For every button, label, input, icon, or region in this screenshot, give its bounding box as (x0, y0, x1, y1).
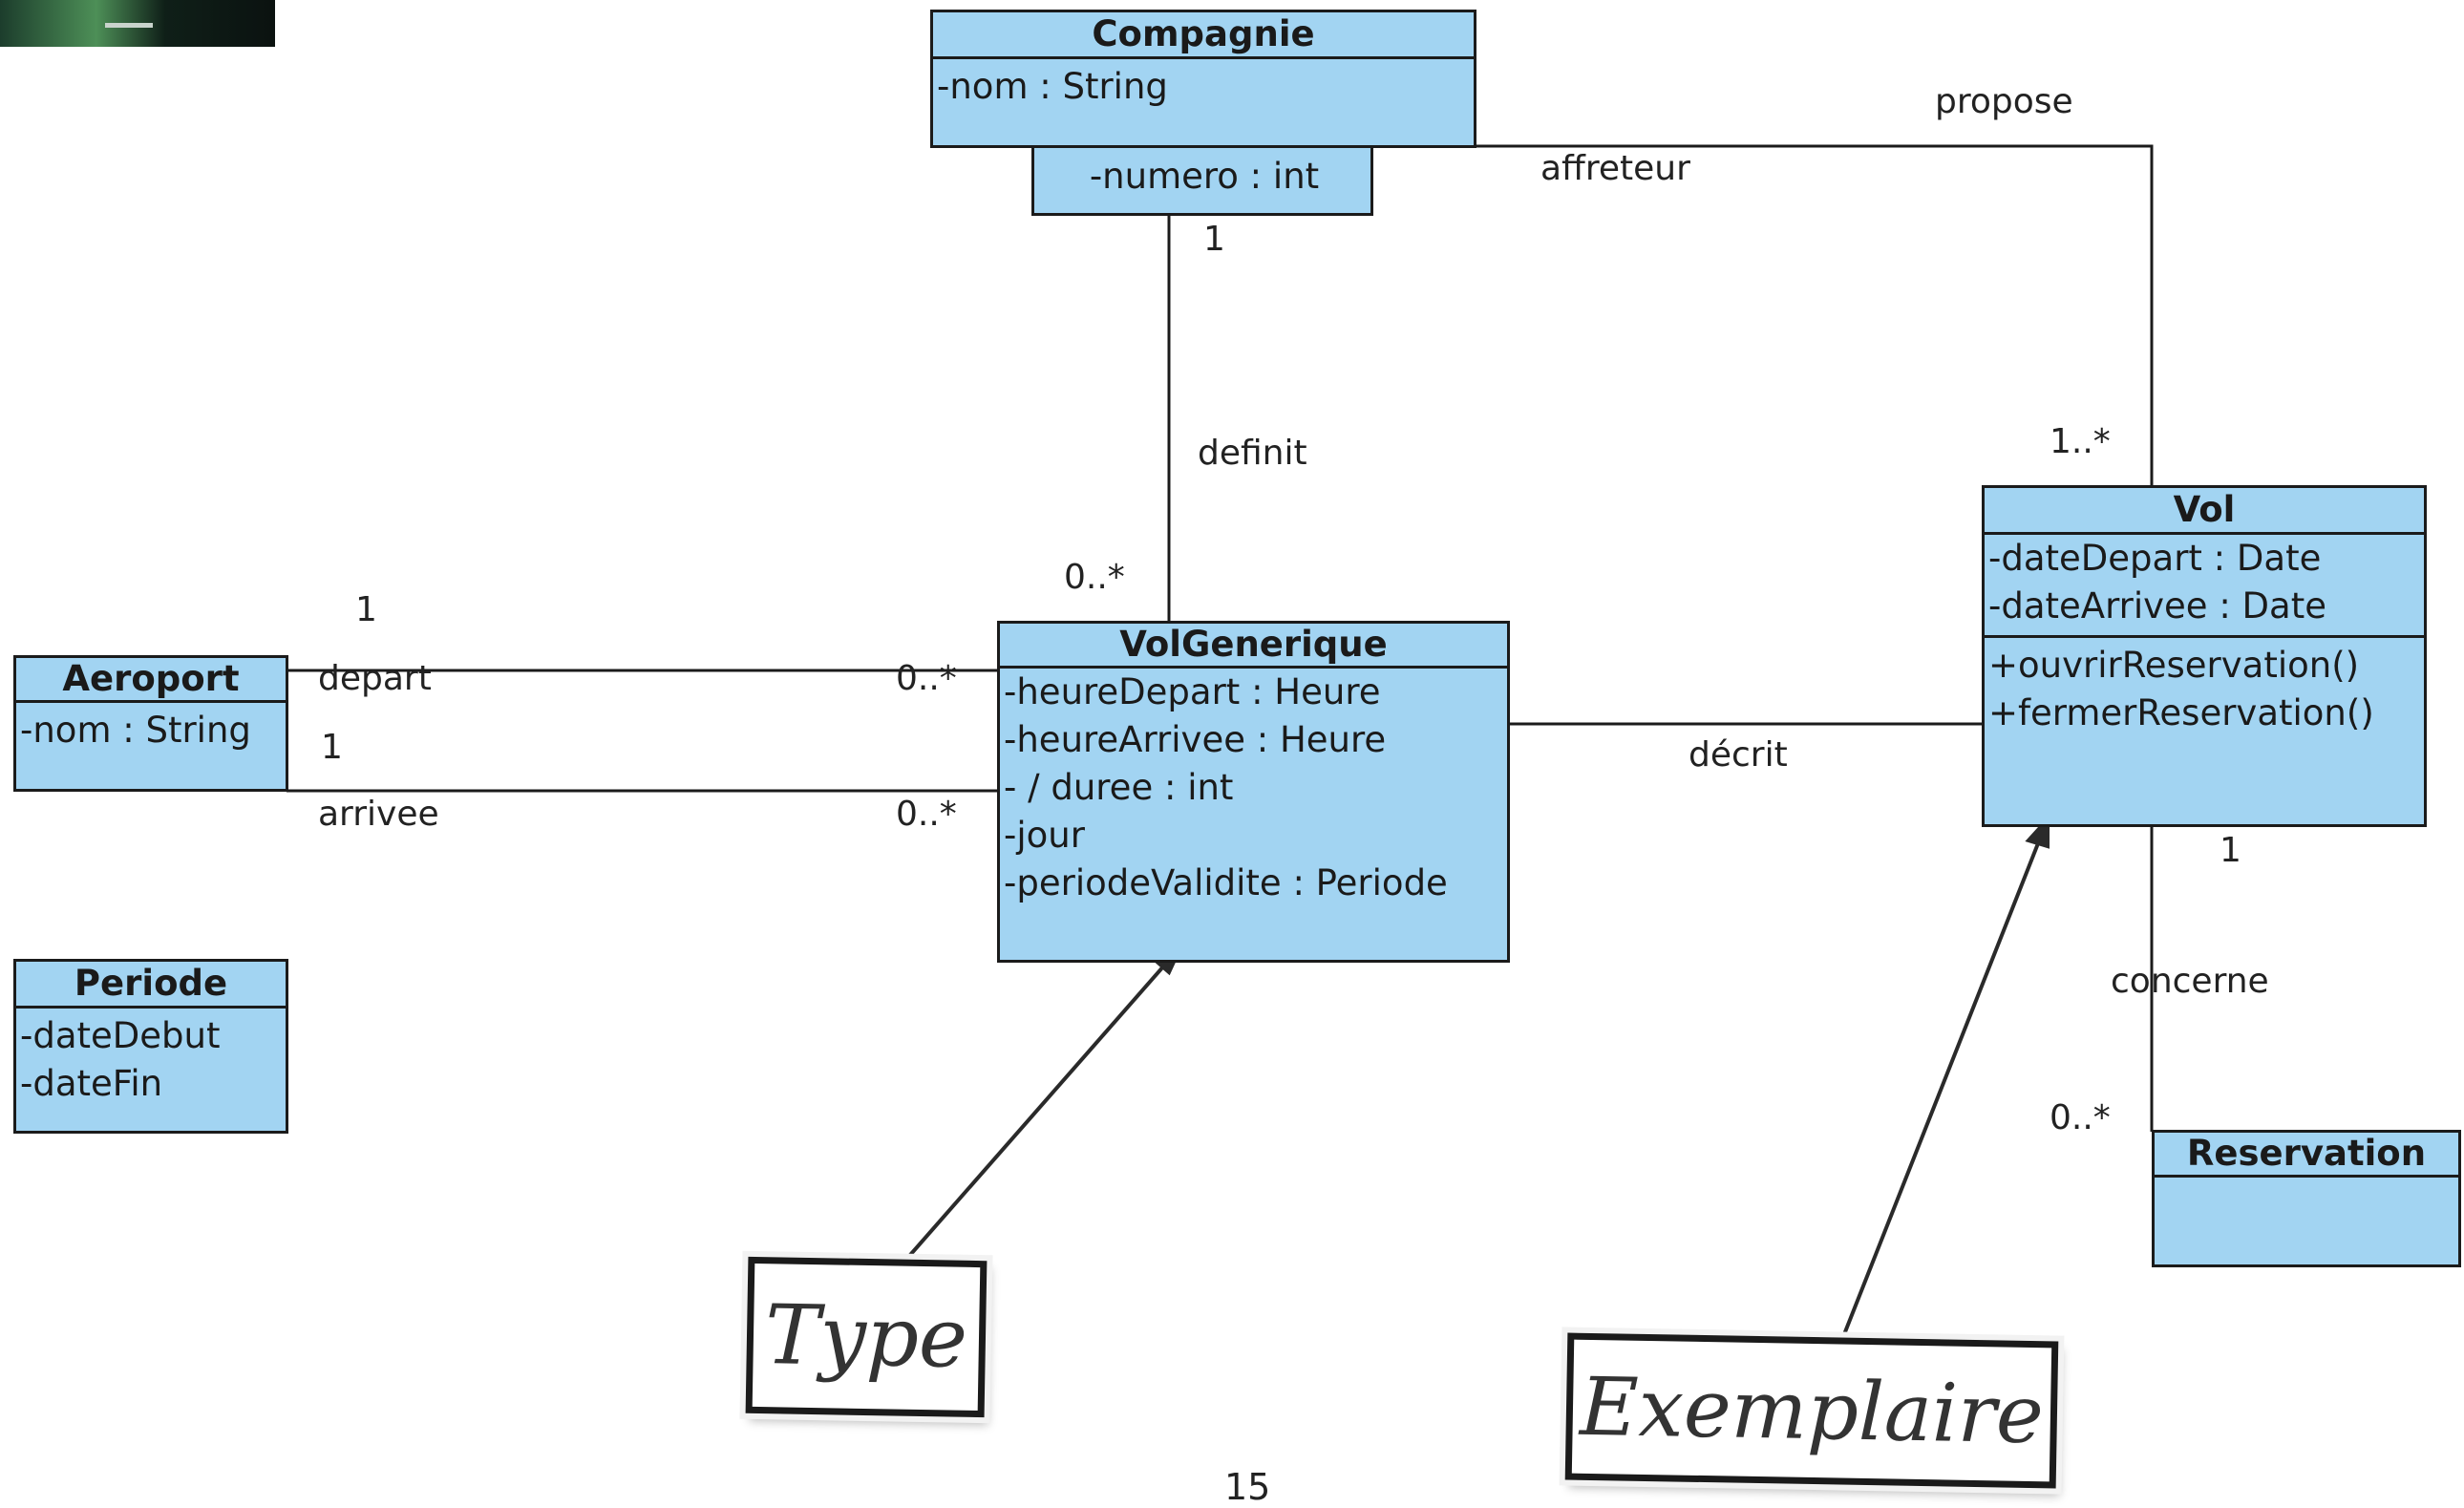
propose-line (1476, 144, 2154, 485)
attribute: -dateDepart : Date (1988, 538, 2322, 579)
note-exemplaire: Exemplaire (1564, 1332, 2059, 1489)
attribute: -heureArrivee : Heure (1004, 719, 1387, 760)
book-cover-logo (0, 0, 275, 47)
class-compagnie-name: Compagnie (933, 12, 1474, 59)
note-exemplaire-text: Exemplaire (1579, 1359, 2045, 1462)
assoc-label-decrit: décrit (1689, 735, 1788, 775)
class-periode-name: Periode (16, 962, 286, 1009)
multiplicity-volgenerique-definit: 0..* (1064, 558, 1125, 597)
operation: +ouvrirReservation() (1988, 645, 2360, 686)
multiplicity-vol-concerne: 1 (2220, 831, 2241, 870)
assoc-label-definit: definit (1198, 434, 1307, 473)
assoc-label-depart: depart (318, 659, 432, 698)
class-periode-attributes: -dateDebut -dateFin (16, 1009, 286, 1108)
page-number: 15 (1224, 1466, 1271, 1508)
multiplicity-aeroport-depart: 1 (355, 590, 377, 629)
attribute: - / duree : int (1004, 767, 1234, 808)
assoc-label-arrivee: arrivee (318, 795, 439, 834)
attribute: -periodeValidite : Periode (1004, 862, 1448, 903)
class-compagnie[interactable]: Compagnie -nom : String (930, 10, 1476, 148)
multiplicity-aeroport-arrivee: 1 (321, 728, 343, 767)
attribute: -jour (1004, 815, 1085, 856)
exemplaire-arrow-line (1834, 833, 2044, 1357)
assoc-label-affreteur: affreteur (1540, 149, 1690, 188)
multiplicity-volgen-depart: 0..* (896, 659, 957, 698)
class-vol-attributes: -dateDepart : Date -dateArrivee : Date (1985, 535, 2424, 635)
multiplicity-reservation-concerne: 0..* (2050, 1098, 2111, 1137)
class-vol[interactable]: Vol -dateDepart : Date -dateArrivee : Da… (1982, 485, 2427, 827)
class-periode[interactable]: Periode -dateDebut -dateFin (13, 959, 288, 1134)
assoc-label-concerne: concerne (2111, 962, 2269, 1001)
qualifier-numero-attribute: -numero : int (1089, 156, 1320, 197)
class-aeroport-name: Aeroport (16, 658, 286, 703)
class-volgenerique-attributes: -heureDepart : Heure -heureArrivee : Heu… (1000, 669, 1507, 907)
class-aeroport[interactable]: Aeroport -nom : String (13, 655, 288, 792)
class-vol-operations: +ouvrirReservation() +fermerReservation(… (1985, 635, 2424, 737)
class-aeroport-attributes: -nom : String (16, 703, 286, 751)
attribute: -nom : String (937, 66, 1168, 107)
class-vol-name: Vol (1985, 488, 2424, 535)
note-type: Type (745, 1256, 988, 1418)
class-volgenerique[interactable]: VolGenerique -heureDepart : Heure -heure… (997, 621, 1510, 963)
qualifier-numero[interactable]: -numero : int (1031, 145, 1373, 216)
multiplicity-vol-propose: 1..* (2050, 422, 2111, 461)
attribute: -nom : String (20, 710, 251, 751)
class-reservation[interactable]: Reservation (2152, 1130, 2461, 1267)
attribute: -dateArrivee : Date (1988, 585, 2326, 627)
operation: +fermerReservation() (1988, 692, 2374, 733)
attribute: -heureDepart : Heure (1004, 671, 1381, 712)
multiplicity-volgen-arrivee: 0..* (896, 795, 957, 834)
assoc-label-propose: propose (1935, 82, 2073, 121)
class-reservation-name: Reservation (2155, 1133, 2458, 1178)
attribute: -dateDebut (20, 1015, 221, 1056)
type-arrow-line (888, 956, 1173, 1280)
class-compagnie-attributes: -nom : String (933, 59, 1474, 107)
multiplicity-compagnie-definit: 1 (1203, 220, 1225, 259)
attribute: -dateFin (20, 1063, 163, 1104)
note-type-text: Type (764, 1287, 968, 1387)
class-volgenerique-name: VolGenerique (1000, 624, 1507, 669)
